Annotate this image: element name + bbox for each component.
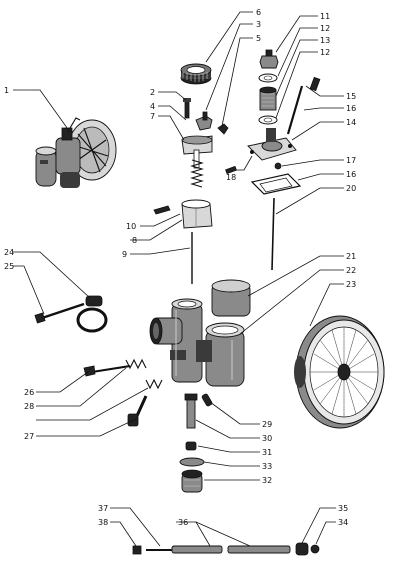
label-27: 27 xyxy=(24,432,34,441)
part-6-ring-nut xyxy=(180,63,212,85)
label-30: 30 xyxy=(262,434,272,443)
part-throttle-spring xyxy=(190,159,204,188)
part-20-float-needle xyxy=(271,197,275,271)
label-34: 34 xyxy=(338,518,348,527)
part-23-air-filter xyxy=(294,315,385,429)
label-35: 35 xyxy=(338,504,348,513)
part-8-throttle-slide xyxy=(181,199,213,229)
part-18-screw xyxy=(225,165,237,175)
part-38-cable-end xyxy=(132,545,142,555)
part-22-carburetor-body xyxy=(149,298,245,387)
label-7: 7 xyxy=(150,112,155,121)
part-12-washer xyxy=(258,73,278,83)
label-32: 32 xyxy=(262,476,272,485)
label-6: 6 xyxy=(256,8,261,17)
label-17: 17 xyxy=(346,156,356,165)
label-15: 15 xyxy=(346,92,356,101)
part-21-float xyxy=(211,279,251,317)
part-labels: 1 2 3 4 5 6 7 8 9 10 11 12 12 13 14 15 1… xyxy=(4,8,356,527)
label-14: 14 xyxy=(346,118,356,127)
part-3-fitting xyxy=(195,111,213,131)
part-13-filter-gauze xyxy=(259,86,277,111)
label-13: 13 xyxy=(320,36,330,45)
part-26-idle-screw xyxy=(83,365,131,377)
label-29: 29 xyxy=(262,420,272,429)
part-5-fitting xyxy=(217,123,229,135)
part-17-plug xyxy=(274,162,282,170)
label-36: 36 xyxy=(178,518,188,527)
part-7-chamber-top xyxy=(181,135,213,169)
part-11-banjo-bolt xyxy=(259,49,279,69)
label-18: 18 xyxy=(226,173,236,182)
part-24-clamp xyxy=(76,295,108,333)
part-14-float-chamber-lid xyxy=(247,128,297,161)
label-28: 28 xyxy=(24,402,34,411)
part-30-jet-holder xyxy=(184,393,198,429)
label-22: 22 xyxy=(346,266,356,275)
label-24: 24 xyxy=(4,248,14,257)
label-31: 31 xyxy=(262,448,272,457)
label-16-lower: 16 xyxy=(346,170,356,179)
part-35-adjuster xyxy=(295,542,309,556)
label-33: 33 xyxy=(262,462,272,471)
label-3: 3 xyxy=(256,20,261,29)
part-32-plug xyxy=(181,469,203,493)
label-23: 23 xyxy=(346,280,356,289)
label-10: 10 xyxy=(126,222,136,231)
part-idle-spring xyxy=(125,358,147,370)
part-34-nut xyxy=(310,544,320,554)
label-1: 1 xyxy=(4,86,9,95)
part-31-main-jet xyxy=(185,441,197,451)
label-38: 38 xyxy=(98,518,108,527)
part-12-washer-lower xyxy=(258,115,278,125)
label-37: 37 xyxy=(98,504,108,513)
part-16-gasket xyxy=(250,173,302,195)
label-2: 2 xyxy=(150,88,155,97)
part-15-tickler-rod xyxy=(286,76,321,135)
leader-lines xyxy=(13,11,344,547)
part-1-assembled-carburetor xyxy=(35,117,117,188)
label-21: 21 xyxy=(346,252,356,261)
label-9: 9 xyxy=(122,250,127,259)
label-12-lower: 12 xyxy=(320,48,330,57)
part-25-clamp-screw xyxy=(34,302,85,324)
label-12-upper: 12 xyxy=(320,24,330,33)
part-10-needle-clip xyxy=(153,205,171,215)
label-25: 25 xyxy=(4,262,14,271)
part-28-spring xyxy=(145,378,163,390)
label-20: 20 xyxy=(346,184,356,193)
label-5: 5 xyxy=(256,34,261,43)
label-26: 26 xyxy=(24,388,34,397)
part-29-jet xyxy=(201,393,213,407)
label-4: 4 xyxy=(150,102,155,111)
label-11: 11 xyxy=(320,12,330,21)
label-16-upper: 16 xyxy=(346,104,356,113)
part-2-screw xyxy=(183,98,191,119)
label-8: 8 xyxy=(132,236,137,245)
part-33-washer xyxy=(179,457,205,467)
part-36-cable-sheath xyxy=(171,545,291,554)
